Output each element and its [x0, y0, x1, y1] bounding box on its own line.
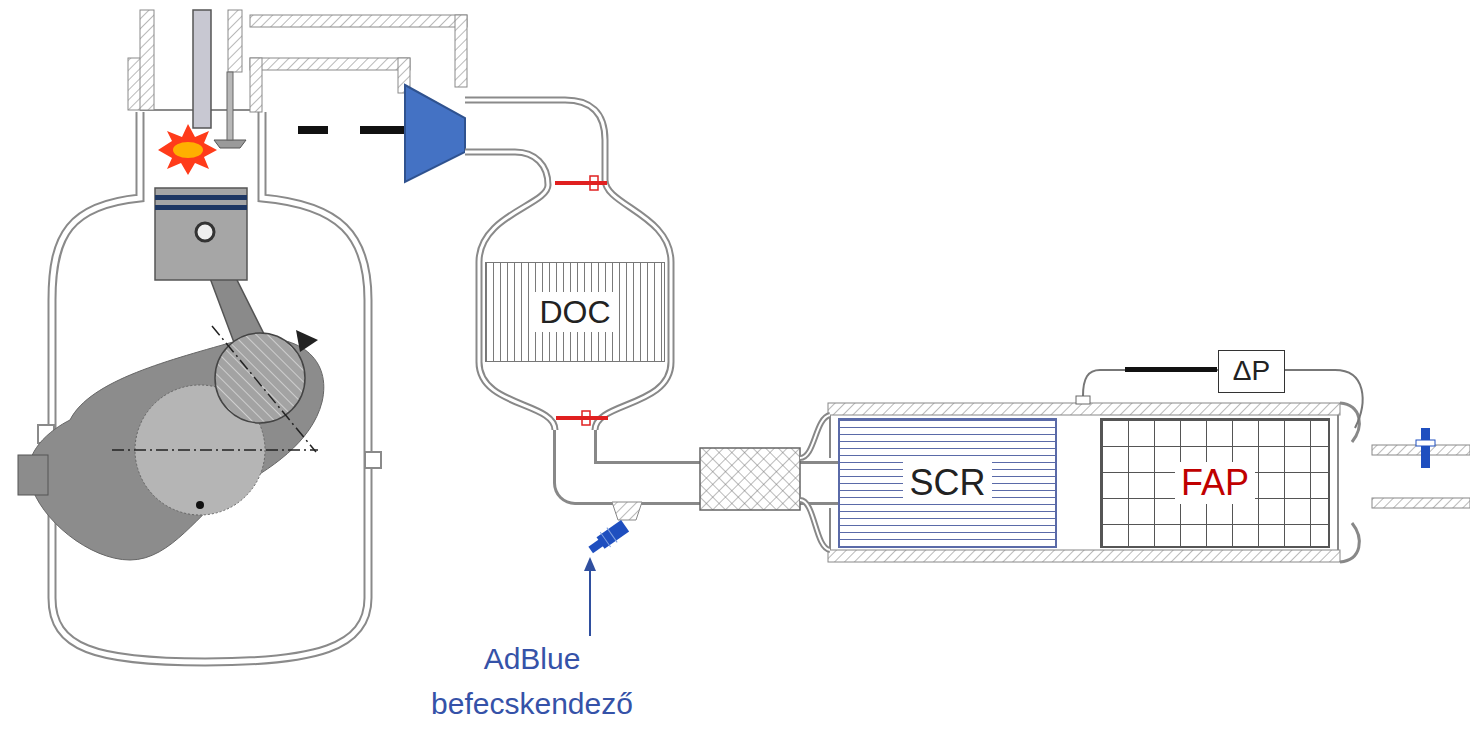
- node-label: DOC: [531, 292, 618, 333]
- aftertreatment-housing: [1372, 498, 1470, 508]
- piston-crank: [18, 188, 324, 560]
- piston-crank: [112, 449, 318, 451]
- aftertreatment-housing: [829, 508, 831, 550]
- adblue-injector: [588, 539, 603, 553]
- turbocharger: [405, 85, 465, 182]
- part-label: AdBlue befecskendező: [412, 636, 652, 726]
- cylinder-head: [227, 72, 233, 140]
- filter-block: FAP: [1100, 418, 1330, 548]
- cylinder-head: [140, 10, 154, 110]
- combustion-flame: [173, 142, 203, 158]
- aftertreatment-housing: [828, 403, 1470, 562]
- aftertreatment-housing: [1337, 415, 1339, 550]
- adblue-injector: [586, 502, 642, 557]
- pipe-clamp: [582, 411, 590, 425]
- pressure-lines: [1083, 370, 1218, 396]
- cylinder-head: [250, 58, 262, 112]
- outlet-pipe: [465, 100, 671, 362]
- node-label: ΔP: [1229, 355, 1274, 387]
- node-label: SCR: [903, 462, 991, 503]
- pipe-taper: [479, 362, 671, 430]
- pressure-sensor-box: ΔP: [1218, 350, 1285, 393]
- catalyst-box: DOC: [485, 262, 665, 362]
- exhaust-sensor: [1416, 440, 1435, 446]
- aftertreatment-housing: [828, 403, 1340, 415]
- piston-crank: [155, 188, 247, 280]
- piston-crank: [155, 195, 247, 200]
- mixer: [800, 415, 830, 458]
- cylinder-head: [250, 15, 467, 27]
- combustion-flame: [158, 124, 217, 175]
- combustion-flame: [158, 124, 217, 175]
- outlet-pipe: [465, 100, 671, 362]
- pressure-lines: [1076, 396, 1090, 404]
- aftertreatment-housing: [829, 415, 831, 458]
- mixer: [800, 500, 830, 550]
- pressure-lines: [1125, 367, 1217, 372]
- piston-crank: [155, 205, 247, 210]
- outlet-pipe: [465, 100, 671, 362]
- pipe-clamp: [556, 411, 608, 425]
- adblue-injector: [612, 502, 642, 520]
- leader-arrow: [589, 568, 591, 636]
- turbocharger: [298, 85, 465, 182]
- mixer: [800, 500, 830, 550]
- piston-crank: [196, 501, 204, 509]
- pipe-taper: [479, 362, 555, 430]
- piston-crank: [196, 223, 214, 241]
- piston-crank: [296, 330, 318, 352]
- cylinder-head: [193, 10, 211, 128]
- pipe-clamp: [555, 181, 607, 185]
- engine-block: [38, 110, 381, 662]
- cylinder-head: [214, 140, 246, 148]
- adblue-injector: [607, 528, 617, 543]
- engine-block: [365, 452, 381, 468]
- aftertreatment-housing: [1340, 403, 1359, 442]
- aftertreatment-housing: [1340, 523, 1359, 562]
- leader-arrow: [584, 557, 596, 636]
- turbocharger: [360, 126, 405, 134]
- cylinder-head: [228, 10, 242, 72]
- mixer: [800, 415, 830, 458]
- mixer: [700, 448, 800, 510]
- exhaust-sensor: [1421, 428, 1430, 468]
- mixer: [700, 415, 830, 550]
- cylinder-head: [455, 15, 467, 87]
- piston-crank: [18, 455, 48, 495]
- adblue-injector: [586, 518, 631, 557]
- aftertreatment-housing: [828, 550, 1340, 562]
- node-label: FAP: [1175, 462, 1255, 503]
- pipe-clamp: [590, 176, 598, 190]
- cylinder-head: [250, 58, 410, 70]
- pipe-taper: [479, 362, 555, 430]
- leader-arrow: [584, 557, 596, 571]
- scr-block: SCR: [838, 418, 1057, 548]
- pipe-clamp: [555, 176, 607, 190]
- exhaust-sensor: [1416, 428, 1435, 468]
- turbocharger: [298, 126, 328, 134]
- adblue-injector: [600, 532, 610, 547]
